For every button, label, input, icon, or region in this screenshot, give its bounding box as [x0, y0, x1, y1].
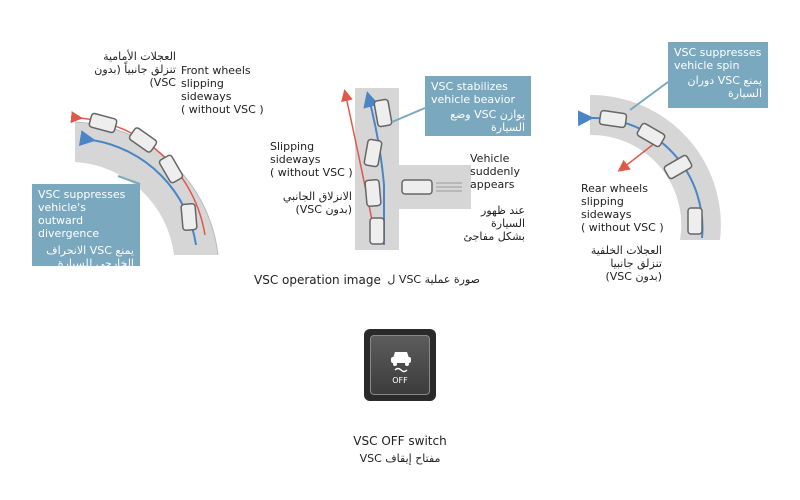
- right-callout-en: VSC suppresses vehicle spin: [674, 46, 762, 72]
- slipping-sideways-label-ar: الانزلاق الجانبي (بدون VSC): [282, 190, 352, 216]
- vsc-skid-car-icon: [391, 352, 411, 373]
- left-callout-ar: يمنع VSC الانحراف الخارجي للسيارة: [46, 244, 134, 270]
- right-callout-pointer: [629, 81, 669, 111]
- middle-callout: VSC stabilizes vehicle beavior يوازن VSC…: [425, 76, 531, 136]
- middle-callout-ar: يوازن VSC وضع السيارة: [450, 108, 525, 134]
- right-cars: [598, 109, 703, 235]
- operation-image-label-en: VSC operation image: [254, 273, 381, 287]
- left-callout-pointer: [117, 175, 141, 185]
- front-wheels-label-en: Front wheels slipping sideways ( without…: [181, 64, 264, 116]
- left-callout: VSC suppresses vehicle's outward diverge…: [32, 184, 140, 270]
- vsc-off-switch-label-ar: مفتاح إيقاف VSC: [359, 452, 441, 465]
- left-cars: [88, 112, 198, 232]
- slipping-sideways-label-en: Slipping sideways ( without VSC ): [270, 140, 353, 179]
- right-callout-ar: يمنع VSC دوران السيارة: [687, 74, 762, 100]
- vsc-off-switch[interactable]: OFF: [364, 329, 436, 401]
- vsc-off-button-face[interactable]: OFF: [370, 335, 430, 395]
- right-road: [590, 94, 721, 240]
- left-callout-en: VSC suppresses vehicle's outward diverge…: [38, 188, 126, 240]
- middle-callout-en: VSC stabilizes vehicle beavior: [431, 80, 515, 106]
- rear-wheels-label-ar: العجلات الخلفية تنزلق جانبيا (بدون VSC): [590, 244, 662, 283]
- vehicle-appears-label-ar: عند ظهور السيارة بشكل مفاجئ: [463, 204, 525, 243]
- rear-wheels-label-en: Rear wheels slipping sideways ( without …: [581, 182, 664, 234]
- vsc-off-switch-label-en: VSC OFF switch: [353, 434, 447, 448]
- appearing-car-speedlines: [436, 182, 462, 192]
- vehicle-appears-label-en: Vehicle suddenly appears: [470, 152, 520, 191]
- right-callout: VSC suppresses vehicle spin يمنع VSC دور…: [668, 42, 768, 108]
- middle-callout-pointer: [391, 107, 426, 123]
- operation-image-label-ar: صورة عملية VSC ل: [387, 273, 480, 286]
- middle-cars: [363, 98, 433, 245]
- switch-off-text: OFF: [392, 376, 408, 385]
- front-wheels-label-ar: العجلات الأمامية تنزلق جانبياً (بدون VSC…: [94, 50, 176, 89]
